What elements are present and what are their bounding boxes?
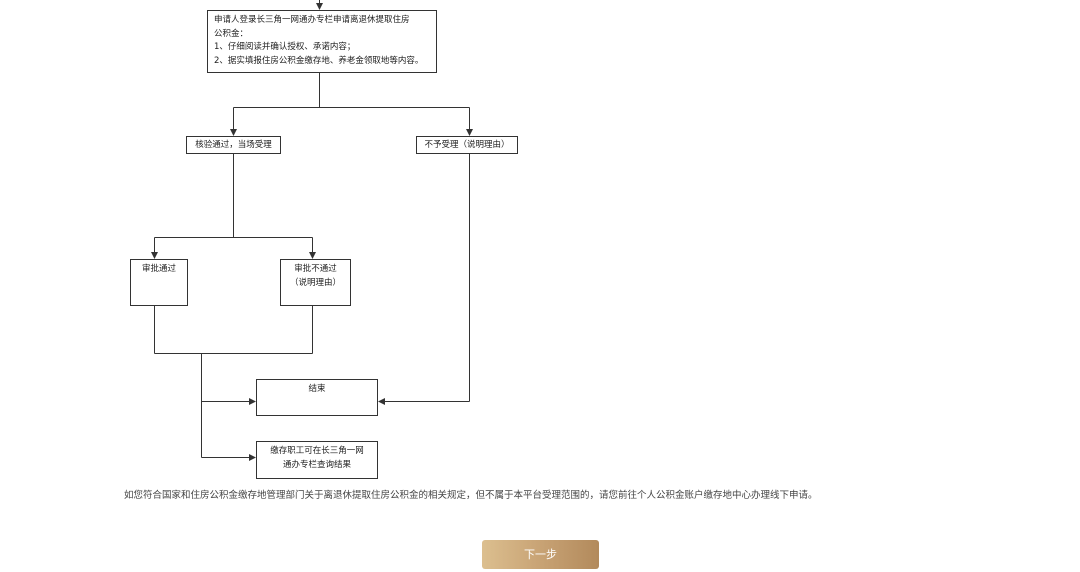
next-step-button[interactable]: 下一步 xyxy=(482,540,599,569)
flow-step-accept-label: 核验通过，当场受理 xyxy=(195,140,272,150)
flow-step-denied-line: （说明理由） xyxy=(289,277,341,288)
flow-step-reject-label: 不予受理（说明理由） xyxy=(424,140,510,150)
flow-step-result-line: 通办专栏查询结果 xyxy=(282,459,351,470)
flow-step-apply-line: 申请人登录长三角一网通办专栏申请离退休提取住房 xyxy=(214,15,410,25)
flow-step-apply-line: 2、据实填报住房公积金缴存地、养老金领取地等内容。 xyxy=(214,55,424,66)
notice-text: 如您符合国家和住房公积金缴存地管理部门关于离退休提取住房公积金的相关规定，但不属… xyxy=(124,490,818,501)
flow-step-result-line: 缴存职工可在长三角一网 xyxy=(270,446,364,456)
flow-step-apply: 申请人登录长三角一网通办专栏申请离退休提取住房 公积金： 1、仔细阅读并确认授权… xyxy=(207,10,437,73)
flow-step-reject: 不予受理（说明理由） xyxy=(416,136,518,154)
flow-step-denied: 审批不通过 （说明理由） xyxy=(280,259,351,306)
flow-step-end: 结束 xyxy=(256,379,378,416)
flow-step-apply-line: 公积金： xyxy=(214,28,249,39)
flow-step-approved-label: 审批通过 xyxy=(141,264,176,274)
flow-step-approved: 审批通过 xyxy=(130,259,188,306)
flow-step-end-label: 结束 xyxy=(308,384,326,394)
flow-step-denied-line: 审批不通过 xyxy=(294,264,337,274)
flow-step-apply-line: 1、仔细阅读并确认授权、承诺内容； xyxy=(214,42,356,52)
flow-step-accept: 核验通过，当场受理 xyxy=(186,136,281,154)
flow-step-result: 缴存职工可在长三角一网 通办专栏查询结果 xyxy=(256,441,378,479)
